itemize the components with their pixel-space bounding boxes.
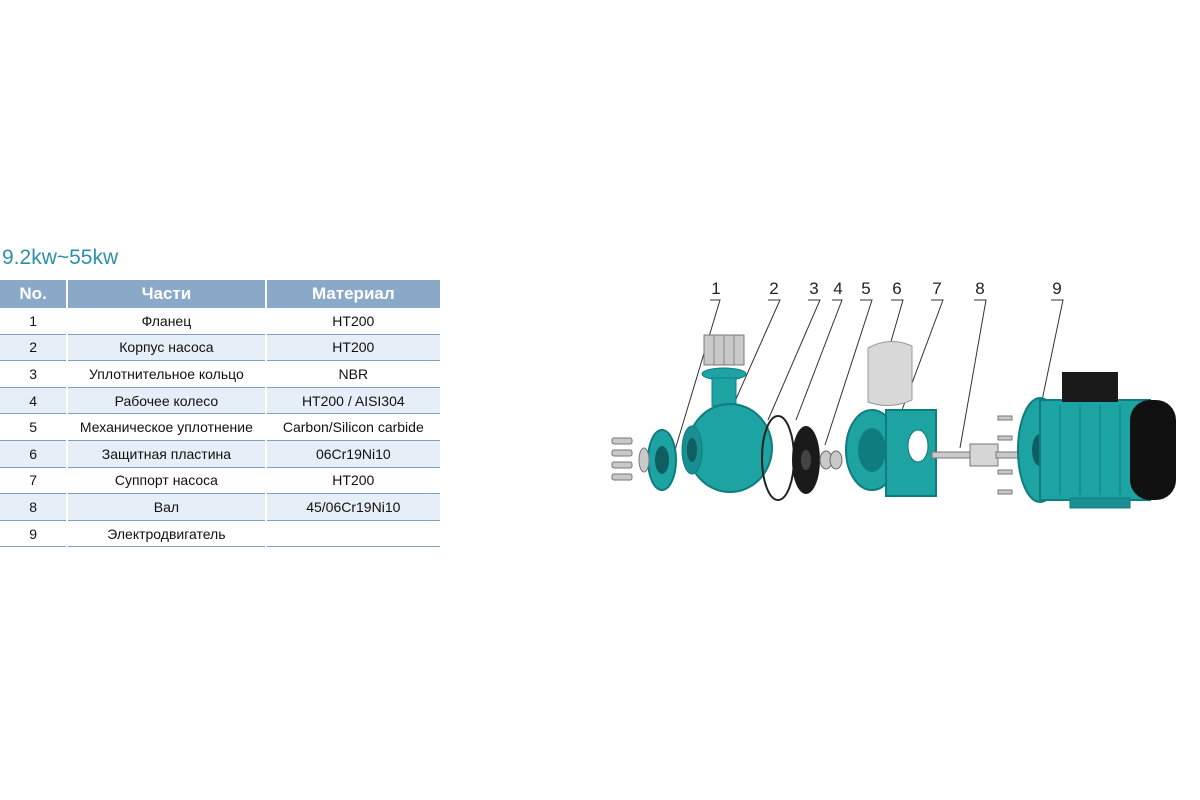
table-row: 9 Электродвигатель [0,520,440,548]
cell-part: Электродвигатель [67,520,267,548]
parts-table: No. Части Материал 1 Фланец HT200 2 Корп… [0,280,440,548]
cell-part: Корпус насоса [67,334,267,362]
column-header-no: No. [0,280,69,308]
callout-8: 8 [975,279,984,298]
cell-part: Рабочее колесо [67,387,267,415]
electric-motor [997,372,1176,509]
table-row: 5 Механическое уплотнение Carbon/Silicon… [0,413,440,441]
cell-material: HT200 / AISI304 [265,387,440,415]
page-title: 9.2kw~55kw [2,246,119,269]
cell-no: 7 [0,467,69,495]
cell-material: NBR [265,360,440,388]
cell-part: Суппорт насоса [67,467,267,495]
protective-plate [867,341,913,406]
cell-no: 4 [0,387,69,415]
table-row: 8 Вал 45/06Cr19Ni10 [0,493,440,521]
cell-part: Уплотнительное кольцо [67,360,267,388]
cell-material: Carbon/Silicon carbide [265,413,440,441]
pump-bracket [845,409,937,497]
cell-material: 45/06Cr19Ni10 [265,493,440,521]
callout-9: 9 [1052,279,1061,298]
cell-part: Защитная пластина [67,440,267,468]
table-row: 2 Корпус насоса HT200 [0,334,440,362]
callout-5: 5 [861,279,870,298]
cell-no: 5 [0,413,69,441]
callout-1: 1 [711,279,720,298]
cell-part: Вал [67,493,267,521]
callout-4: 4 [833,279,842,298]
callout-7: 7 [932,279,941,298]
cell-no: 2 [0,334,69,362]
cell-no: 1 [0,308,69,335]
cell-material: HT200 [265,467,440,495]
cell-no: 6 [0,440,69,468]
cell-part: Механическое уплотнение [67,413,267,441]
cell-no: 9 [0,520,69,548]
cell-material: HT200 [265,334,440,362]
flange [638,429,677,491]
impeller [792,426,820,494]
pump-exploded-diagram: 1 2 3 4 5 6 7 8 9 [611,279,1176,509]
cell-material [265,520,440,548]
table-row: 6 Защитная пластина 06Cr19Ni10 [0,440,440,468]
table-row: 1 Фланец HT200 [0,308,440,335]
cell-part: Фланец [67,308,267,335]
callout-2: 2 [769,279,778,298]
table-header-row: No. Части Материал [0,280,440,308]
column-header-part: Части [67,280,267,308]
callout-6: 6 [892,279,901,298]
cell-material: HT200 [265,308,440,335]
mechanical-seal [819,450,843,470]
bolts-left [611,437,633,481]
table-row: 7 Суппорт насоса HT200 [0,467,440,495]
pump-casing [681,334,773,493]
table-row: 3 Уплотнительное кольцо NBR [0,360,440,388]
table-row: 4 Рабочее колесо HT200 / AISI304 [0,387,440,415]
cell-no: 8 [0,493,69,521]
leader-lines [674,299,1064,451]
shaft [931,443,1031,467]
cell-material: 06Cr19Ni10 [265,440,440,468]
callout-3: 3 [809,279,818,298]
cell-no: 3 [0,360,69,388]
column-header-material: Материал [265,280,440,308]
